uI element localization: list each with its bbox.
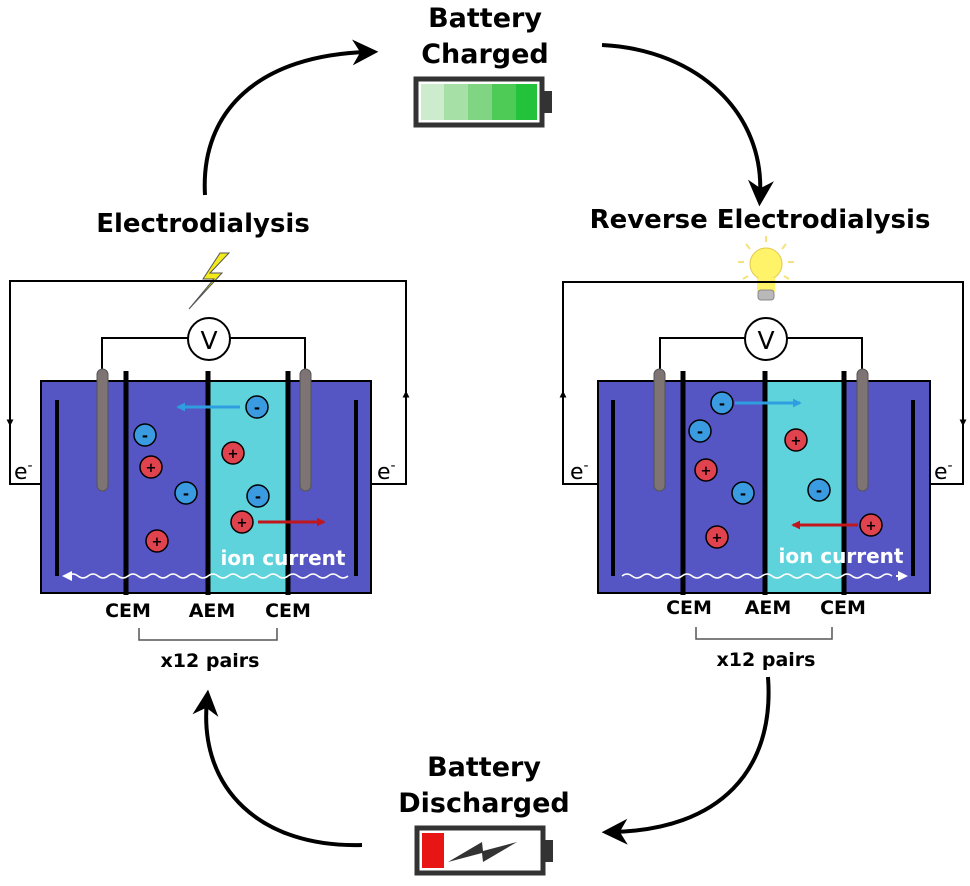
right-electrode-probe-2 [856,368,869,492]
right-cation: + [705,525,729,549]
cycle-arrow-bottom-right [601,676,771,845]
svg-text:+: + [152,535,163,550]
right-membrane-label: AEM [745,597,792,619]
battery-charged-line1: Battery [428,3,542,34]
left-ion-current-wave [67,573,349,579]
battery-discharged-line1: Battery [427,752,541,783]
left-pairs-bracket [138,628,278,641]
right-anion: - [688,419,712,443]
right-outer-circuit [562,281,964,420]
svg-text:-: - [740,485,746,503]
svg-text:+: + [146,461,157,476]
left-cation: + [221,441,245,465]
right-ion-current-wave [621,573,893,579]
svg-text:-: - [816,482,822,500]
left-voltmeter [187,317,231,361]
battery-full-icon [413,76,552,128]
right-pairs-bracket [695,627,833,640]
left-cation: + [145,529,169,553]
right-anion: - [807,478,831,502]
left-membrane-label: AEM [189,600,236,622]
svg-text:+: + [237,516,248,531]
left-cell-dilute-compartment [208,382,288,592]
svg-text:-: - [254,399,260,417]
left-electrode-probe-1 [96,368,109,492]
left-electron-label-right: e- [377,458,396,485]
cycle-arrow-top-right [601,43,774,207]
battery-empty-icon [414,825,553,876]
left-anion: - [174,481,198,505]
right-ion-current-label: ion current [779,544,904,568]
svg-text:+: + [228,447,239,462]
right-anion: - [710,391,734,415]
svg-text:+: + [791,434,802,449]
lightning-mark-icon [448,842,517,862]
battery-charged-line2: Charged [421,39,549,70]
right-voltmeter-label: V [757,326,774,355]
left-cation: + [230,510,254,534]
left-anion: - [133,423,157,447]
right-electron-label-left: e- [570,458,589,485]
left-anion: - [246,484,270,508]
right-anion: - [731,481,755,505]
right-electrode-probe-1 [653,368,666,492]
lightning-bolt-icon [188,252,231,310]
battery-discharged-line2: Discharged [398,788,569,819]
cycle-arrow-bottom-left [192,689,363,848]
svg-text:+: + [712,531,723,546]
svg-text:+: + [866,519,877,534]
left-panel-title: Electrodialysis [96,209,310,239]
right-membrane-label: CEM [666,597,712,619]
right-electron-label-right: e- [934,458,953,485]
svg-text:-: - [183,485,189,503]
left-electrode-probe-2 [299,368,312,492]
left-electron-label-left: e- [14,458,33,485]
left-membrane-label: CEM [105,600,151,622]
left-ion-current-label: ion current [221,546,346,570]
light-bulb-icon [738,236,794,301]
svg-text:+: + [701,464,712,479]
svg-text:-: - [719,395,725,413]
right-cation: + [859,513,883,537]
svg-text:-: - [697,423,703,441]
svg-text:-: - [142,427,148,445]
left-pairs-label: x12 pairs [161,650,260,672]
svg-text:-: - [255,488,261,506]
right-cation: + [784,428,808,452]
right-membrane-label: CEM [820,597,866,619]
right-pairs-label: x12 pairs [717,649,816,671]
left-anion: - [245,395,269,419]
left-membrane-label: CEM [265,600,311,622]
right-voltmeter [744,317,788,361]
right-cation: + [694,458,718,482]
cycle-arrow-top-left [202,39,379,196]
left-outer-circuit [9,280,407,420]
left-voltmeter-label: V [200,326,217,355]
left-cation: + [139,455,163,479]
right-panel-title: Reverse Electrodialysis [590,205,931,235]
